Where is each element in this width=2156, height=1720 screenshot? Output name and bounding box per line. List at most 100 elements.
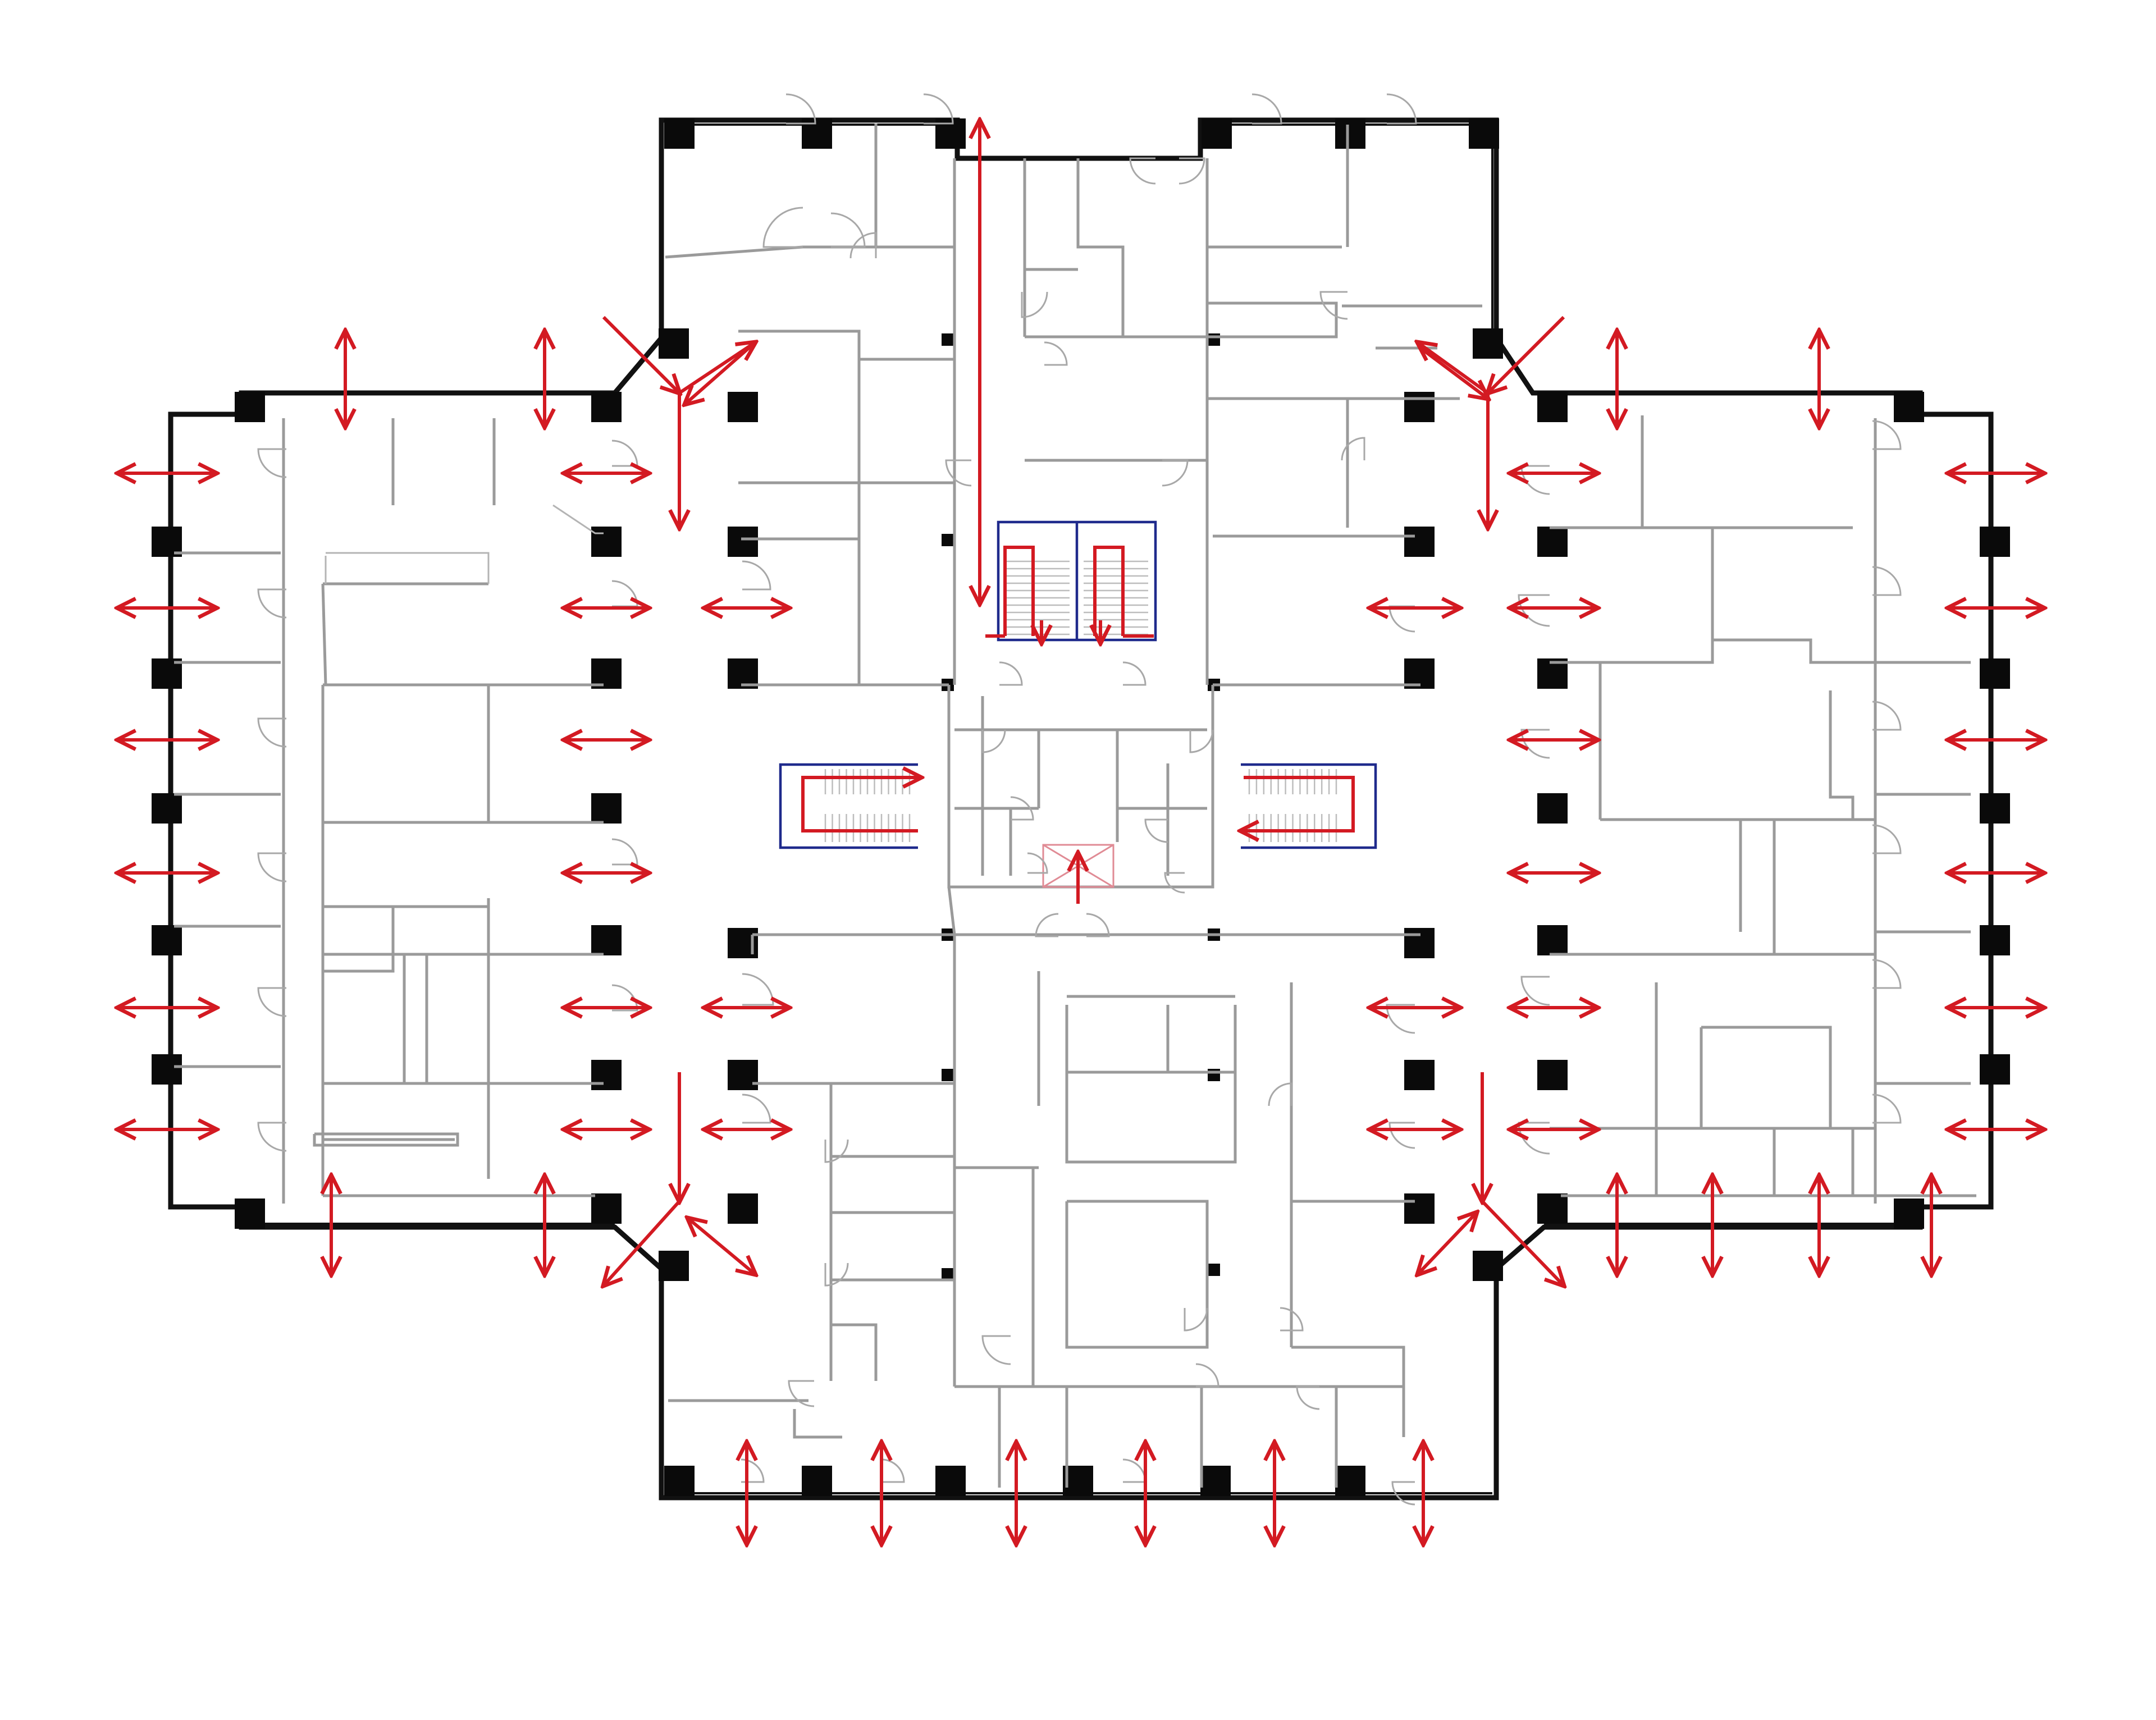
- door-swing-icon: [1251, 93, 1282, 125]
- stair-route-north-a: [1003, 546, 1035, 636]
- structural-column: [152, 793, 182, 824]
- structural-column: [728, 1060, 758, 1090]
- structural-column: [1980, 658, 2010, 689]
- door-swing-icon: [1122, 1458, 1146, 1483]
- north-wing: [665, 123, 1482, 687]
- structural-column: [1404, 928, 1435, 958]
- east-wing: [1550, 415, 1976, 1204]
- egress-arrow-icon: [685, 341, 756, 404]
- door-swing-icon: [1872, 824, 1902, 854]
- core-post: [942, 1069, 954, 1081]
- structural-column: [1980, 1054, 2010, 1085]
- structural-column: [1404, 392, 1435, 422]
- south-wing: [668, 933, 1420, 1488]
- structural-column: [659, 1251, 689, 1281]
- door-swing-icon: [923, 93, 954, 125]
- stair-route-north-b: [1093, 546, 1125, 636]
- exterior-walls: [168, 117, 1994, 1501]
- structural-column: [1537, 793, 1568, 824]
- structural-column: [1980, 925, 2010, 955]
- door-swing-icon: [611, 440, 638, 467]
- door-swing-icon: [1872, 701, 1902, 731]
- core-post: [1208, 1264, 1220, 1276]
- structural-column: [1469, 118, 1499, 149]
- door-swing-icon: [824, 1139, 849, 1163]
- structural-column: [1980, 527, 2010, 557]
- structural-column: [728, 527, 758, 557]
- door-swing-icon: [981, 1335, 1011, 1365]
- door-swing-icon: [1341, 437, 1365, 461]
- door-swing-icon: [1184, 1307, 1208, 1332]
- structural-column: [1537, 392, 1568, 422]
- egress-arrow-icon: [1488, 315, 1565, 393]
- stair-routes: [801, 546, 1355, 832]
- stair-east: [1241, 763, 1377, 849]
- structural-column: [152, 1054, 182, 1085]
- door-swing-icon: [1872, 420, 1902, 450]
- egress-arrows: [118, 121, 2044, 1544]
- structural-column: [659, 328, 689, 359]
- core-post: [1208, 1069, 1220, 1081]
- door-swing-icon: [1280, 1307, 1304, 1332]
- structural-column: [728, 1193, 758, 1224]
- structural-column: [1894, 1198, 1924, 1229]
- structural-column: [1202, 118, 1232, 149]
- egress-arrow-icon: [1481, 1200, 1564, 1286]
- door-swing-icon: [881, 1458, 905, 1483]
- structural-column: [1200, 1466, 1231, 1496]
- structural-column: [1537, 527, 1568, 557]
- egress-arrow-icon: [602, 315, 679, 393]
- structural-column: [1404, 1060, 1435, 1090]
- door-swing-icon: [1520, 465, 1550, 495]
- door-swing-icon: [1129, 157, 1156, 185]
- door-swing-icon: [981, 729, 1006, 753]
- door-swing-icon: [257, 852, 287, 882]
- door-swing-icon: [1162, 459, 1189, 487]
- door-swing-icon: [945, 459, 972, 487]
- building-core: [947, 685, 1214, 935]
- door-swing-icon: [830, 212, 866, 248]
- door-swing-icon: [257, 987, 287, 1017]
- structural-column: [591, 392, 622, 422]
- structural-column: [591, 793, 622, 824]
- door-swing-icon: [999, 661, 1023, 686]
- door-swing-icon: [1319, 291, 1348, 320]
- structural-column: [664, 118, 695, 149]
- structural-column: [935, 1466, 966, 1496]
- structural-column: [1473, 328, 1503, 359]
- door-swing-icon: [1268, 1082, 1292, 1106]
- door-swing-icon: [742, 1094, 771, 1124]
- structural-column: [591, 1060, 622, 1090]
- egress-arrow-icon: [678, 342, 755, 395]
- door-swing-icon: [1388, 1122, 1415, 1149]
- egress-arrow-icon: [604, 1200, 681, 1286]
- door-swing-icon: [257, 448, 287, 478]
- structural-column: [728, 392, 758, 422]
- west-wing: [174, 418, 604, 1204]
- structural-column: [235, 392, 265, 422]
- door-swing-icon: [1195, 1363, 1219, 1388]
- core-post: [942, 534, 954, 546]
- structural-column: [1537, 1060, 1568, 1090]
- structural-column: [591, 1193, 622, 1224]
- structural-column: [591, 527, 622, 557]
- door-swing-icon: [1518, 594, 1550, 627]
- door-swing-icon: [1164, 872, 1185, 894]
- door-swing-icon: [257, 588, 287, 619]
- structural-column: [152, 925, 182, 955]
- door-swing-icon: [1035, 913, 1059, 937]
- structural-column: [1537, 925, 1568, 955]
- door-swing-icon: [1872, 566, 1902, 596]
- door-swing-icon: [849, 232, 877, 259]
- structural-column: [802, 1466, 832, 1496]
- structural-column: [1404, 527, 1435, 557]
- door-swing-icon: [1010, 796, 1034, 821]
- door-swing-icon: [1872, 959, 1902, 989]
- egress-arrow-icon: [1419, 346, 1488, 399]
- door-swing-icon: [785, 93, 816, 125]
- door-swing-icon: [824, 1262, 849, 1287]
- door-swing-icon: [1144, 818, 1168, 843]
- door-swing-icon: [788, 1380, 815, 1407]
